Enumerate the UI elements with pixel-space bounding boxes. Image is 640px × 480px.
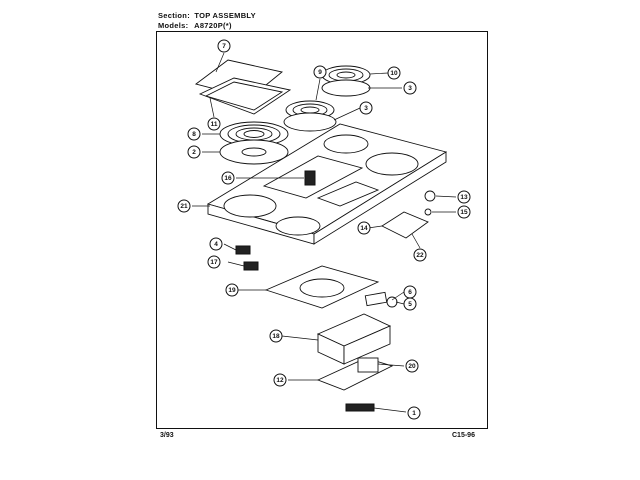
callout-20: 20 [405, 359, 419, 373]
section-header: Section: TOP ASSEMBLY [158, 11, 256, 20]
models-label: Models: [158, 21, 189, 30]
coil-burner-medium-part [283, 100, 337, 132]
callout-label: 5 [408, 301, 412, 308]
callout-10: 10 [387, 66, 401, 80]
models-header: Models: A8720P(*) [158, 21, 232, 30]
footer-date: 3/93 [160, 432, 174, 439]
callout-label: 4 [214, 241, 218, 248]
callout-13: 13 [457, 190, 471, 204]
leader-lines [192, 52, 457, 413]
knob-part [424, 190, 436, 202]
callout-4: 4 [209, 237, 223, 251]
callout-8: 8 [187, 127, 201, 141]
clip-part [243, 261, 259, 271]
callout-label: 3 [364, 105, 368, 112]
callout-3: 3 [403, 81, 417, 95]
callout-label: 6 [408, 289, 412, 296]
callout-label: 15 [460, 209, 468, 216]
callout-label: 8 [192, 131, 196, 138]
terminal-block-part [381, 211, 429, 239]
callout-2: 2 [187, 145, 201, 159]
callout-group: 7 11 10 3 9 3 8 2 16 21 13 15 14 22 4 17 19 6 5 18 12 20 1 [177, 39, 471, 420]
callout-label: 16 [224, 175, 232, 182]
callout-label: 13 [460, 194, 468, 201]
callout-9: 9 [313, 65, 327, 79]
callout-label: 19 [228, 287, 236, 294]
callout-18: 18 [269, 329, 283, 343]
callout-label: 10 [390, 70, 398, 77]
coil-burner-small-right-part [321, 65, 371, 97]
callout-19: 19 [225, 283, 239, 297]
callout-6: 6 [403, 285, 417, 299]
control-box-part [316, 313, 392, 365]
glass-cover-part [194, 59, 292, 115]
callout-14: 14 [357, 221, 371, 235]
cooktop-main-part [206, 123, 448, 245]
callout-11: 11 [207, 117, 221, 131]
callout-label: 22 [416, 252, 424, 259]
bottom-plate-part [316, 357, 394, 391]
section-label: Section: [158, 11, 190, 20]
callout-21: 21 [177, 199, 191, 213]
callout-label: 18 [272, 333, 280, 340]
callout-7: 7 [217, 39, 231, 53]
callout-22: 22 [413, 248, 427, 262]
callout-label: 7 [222, 43, 226, 50]
infinite-switch-part [357, 357, 379, 373]
coil-burner-large-part [219, 121, 289, 165]
callout-label: 17 [210, 259, 218, 266]
callout-5: 5 [403, 297, 417, 311]
switch-part [235, 245, 251, 255]
callout-label: 14 [360, 225, 368, 232]
burner-box-part [264, 265, 380, 309]
callout-3: 3 [359, 101, 373, 115]
callout-label: 20 [408, 363, 416, 370]
callout-label: 1 [412, 410, 416, 417]
callout-label: 11 [211, 121, 218, 128]
callout-label: 3 [408, 85, 412, 92]
section-value: TOP ASSEMBLY [194, 11, 256, 20]
callout-label: 21 [180, 203, 188, 210]
models-value: A8720P(*) [194, 21, 232, 30]
callout-16: 16 [221, 171, 235, 185]
spring-part [424, 208, 432, 216]
bracket-part [345, 403, 375, 412]
callout-label: 9 [318, 69, 322, 76]
callout-17: 17 [207, 255, 221, 269]
callout-15: 15 [457, 205, 471, 219]
footer-code: C15-96 [452, 432, 475, 439]
callout-label: 12 [276, 377, 284, 384]
callout-1: 1 [407, 406, 421, 420]
diagram-frame [156, 31, 488, 429]
callout-12: 12 [273, 373, 287, 387]
callout-label: 2 [192, 149, 196, 156]
